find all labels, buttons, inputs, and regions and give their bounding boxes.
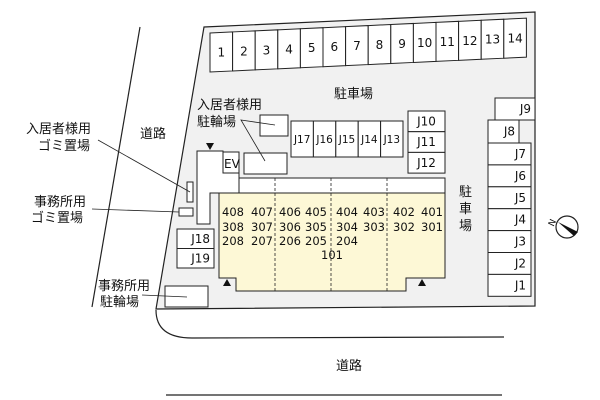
resident-bike-label-2: 駐輪場 [197,114,236,130]
office-bike-area [164,285,209,308]
road-label-left: 道路 [140,126,166,142]
unit-number: 307 [251,220,273,234]
parking-space-label: J13 [383,134,400,146]
unit-number: 406 [279,205,301,219]
parking-space-label: 13 [485,33,500,47]
parking-space-label: 12 [462,34,477,48]
resident-bike-area-1 [259,114,289,137]
parking-space-label: J5 [514,191,526,205]
parking-space [503,17,527,59]
entrance-marker-top [206,143,214,150]
parking-space-label: J16 [315,134,333,146]
parking-space-label: 5 [308,41,316,55]
unit-number: 205 [305,234,327,248]
office-trash-leader [91,208,180,213]
unit-number: 405 [305,205,327,219]
parking-space-label: J11 [416,135,436,149]
parking-space-label: J15 [338,134,355,146]
parking-space [176,248,215,269]
resident-trash-label-1: 入居者様用 [26,122,91,137]
road-label-bottom: 道路 [336,358,362,374]
unit-number: 207 [251,234,273,248]
office-bike-label-2: 駐輪場 [100,294,139,310]
parking-space-label: 14 [507,32,522,46]
parking-space-label: 6 [330,40,338,54]
parking-label-side-1: 駐 [459,185,472,200]
svg-text:N: N [547,218,559,228]
unit-number: 306 [279,220,301,234]
parking-space-label: J6 [514,169,526,183]
unit-numbers: 408 407 406 405 404 403 402 401 308 307 306 305 304 3… [222,205,443,248]
entrance-marker [223,279,231,286]
parking-space-label: J14 [360,134,378,146]
parking-space-label: 7 [353,39,361,53]
entrance-marker [418,279,426,286]
unit-number: 408 [222,205,244,219]
road-edge-left [91,26,141,308]
parking-space-label: J9 [519,102,531,116]
parking-space-label: J8 [503,125,515,139]
parking-space-label: J12 [416,156,436,170]
unit-number: 208 [222,234,244,248]
parking-label-side-3: 場 [459,219,472,234]
parking-space-label: 3 [263,43,271,57]
parking-space [487,273,532,297]
unit-number: 308 [222,220,244,234]
elevator [222,151,240,174]
resident-trash-label-2: ゴミ置場 [38,138,90,154]
parking-space-label: J4 [514,213,526,227]
resident-bike-leader [240,119,276,162]
parking-space [380,120,404,158]
resident-bike-label-1: 入居者様用 [197,98,262,113]
road-curve [155,309,505,339]
elevator-label: EV [224,157,241,171]
parking-space-label: 2 [240,44,248,58]
parking-space-label: J3 [514,235,526,249]
parking-space-label: 1 [217,45,225,59]
unit-number: 401 [421,205,443,219]
parking-space-label: J18 [190,232,210,246]
unit-101: 101 [321,248,343,262]
office-bike-leader [141,294,188,298]
unit-number: 305 [305,220,327,234]
parking-space [407,151,446,174]
building-corridor [238,177,446,194]
office-bike-label-1: 事務所用 [98,279,150,294]
building [218,192,446,292]
unit-number: 403 [363,205,385,219]
unit-number: 302 [393,220,415,234]
parking-space-label: J1 [514,278,526,292]
parking-space-label: 11 [440,35,455,49]
unit-number: 402 [393,205,415,219]
office-trash-label-2: ゴミ置場 [31,210,83,226]
parking-space-label: J10 [416,114,436,128]
parking-space-label: 8 [376,38,384,52]
parking-space-label: J19 [190,251,210,265]
unit-number: 206 [279,234,301,248]
parking-space-label: 9 [398,37,406,51]
office-trash-label-1: 事務所用 [34,195,86,210]
parking-label-top: 駐車場 [334,87,373,102]
parking-space-label: J17 [293,134,310,146]
parking-space-label: 4 [285,42,293,56]
office-trash-area [178,207,194,217]
parking-label-side-2: 車 [459,202,472,217]
unit-number: 204 [336,234,358,248]
parking-j13-j17: J17 J16 J15 J14 J13 [290,120,404,158]
unit-number: 407 [251,205,273,219]
resident-bike-area-2 [243,152,288,175]
resident-trash-leader [97,139,191,193]
parking-space-label: J7 [514,147,526,161]
unit-number: 301 [421,220,443,234]
unit-number: 303 [363,220,385,234]
parking-space-label: J2 [514,256,526,270]
compass-icon: N [547,215,579,239]
unit-number: 304 [336,220,358,234]
parking-space-label: 10 [417,36,432,50]
unit-number: 404 [336,205,358,219]
